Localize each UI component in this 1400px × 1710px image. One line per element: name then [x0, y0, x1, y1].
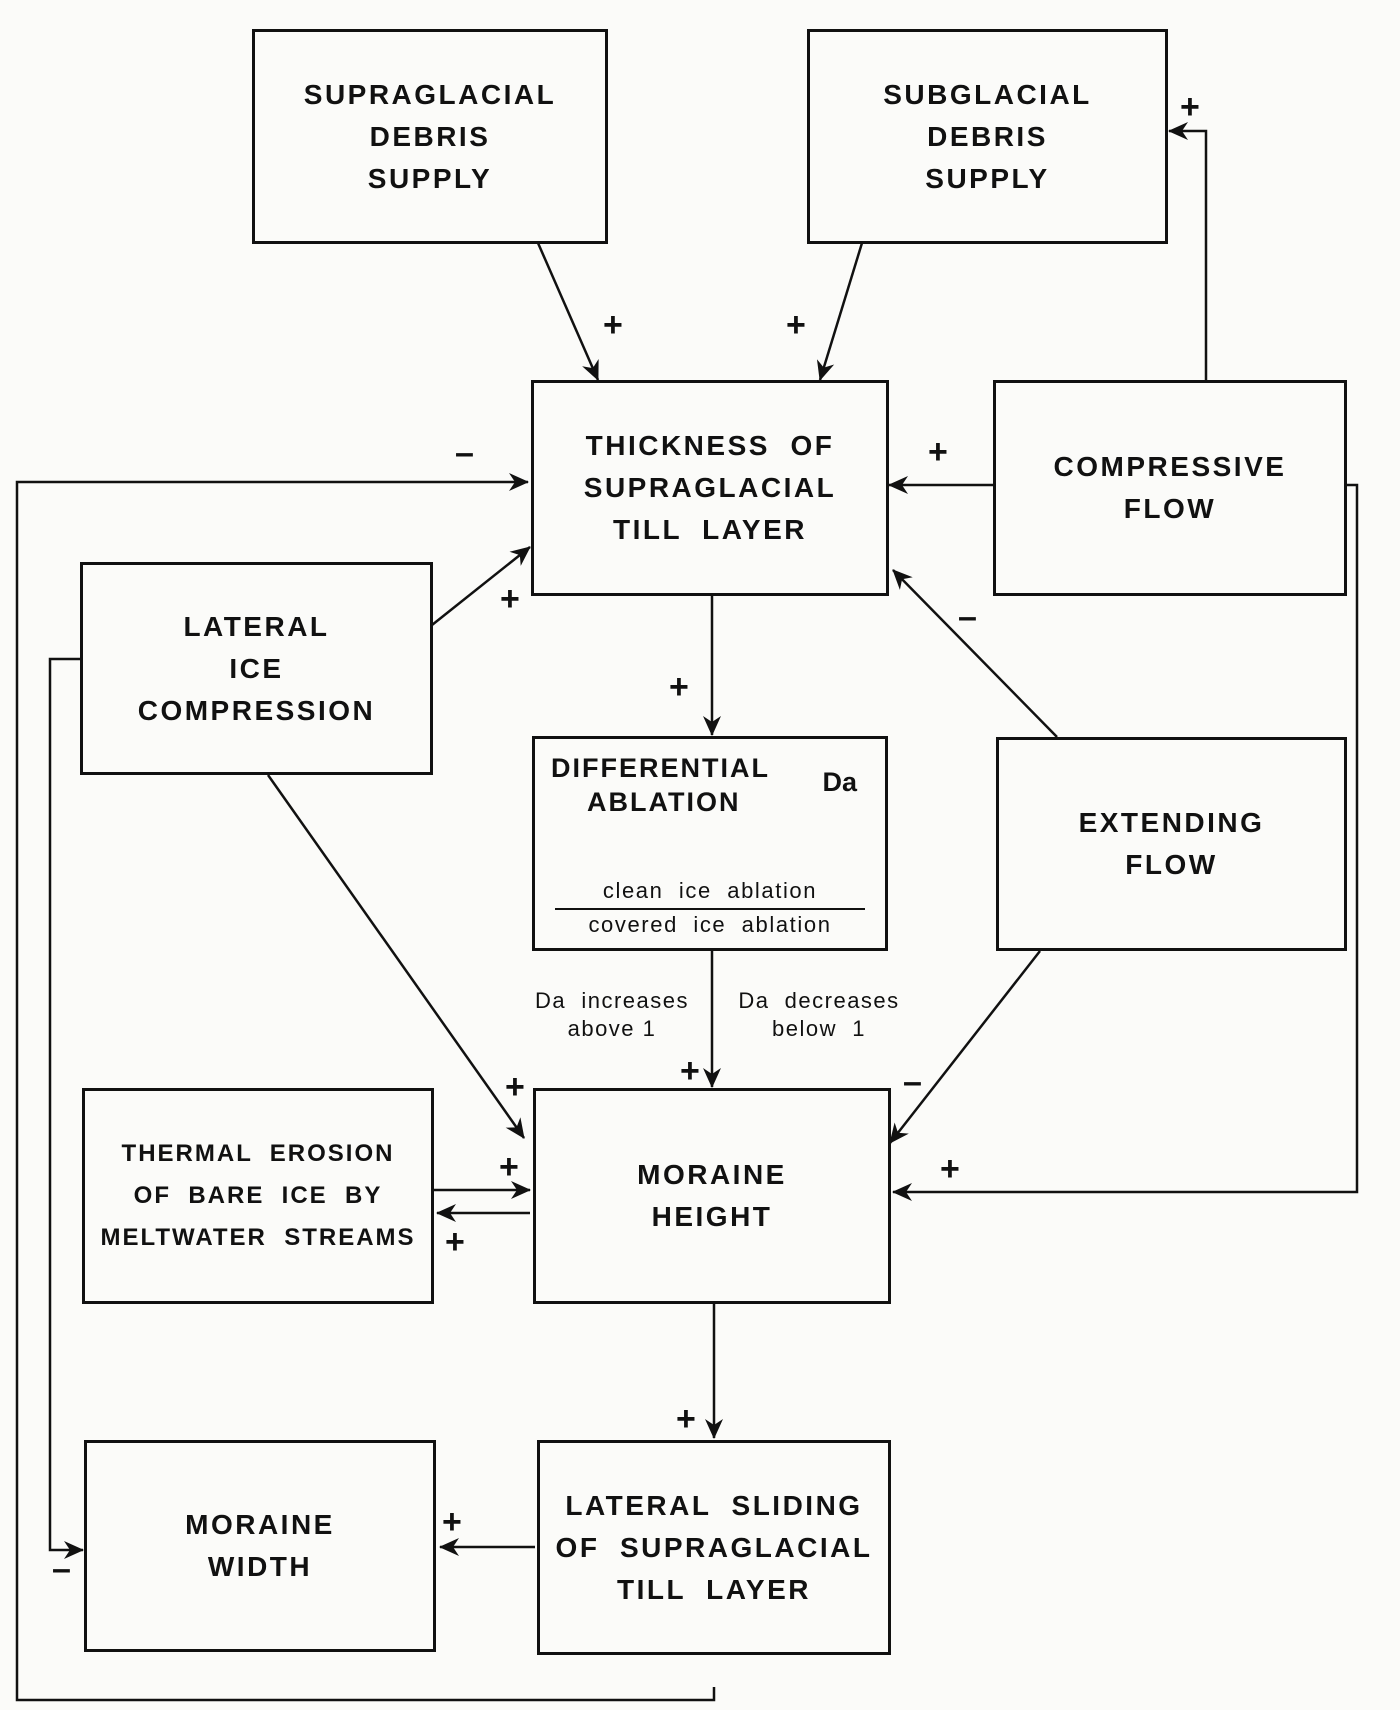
ablation-title-line: ABLATION [587, 787, 741, 817]
box-label: COMPRESSION [137, 694, 376, 726]
arrow-supraglacial-to-thickness [536, 242, 600, 381]
box-label: TILL LAYER [617, 1573, 811, 1605]
box-thickness-till-layer: THICKNESS OF SUPRAGLACIAL TILL LAYER [531, 380, 889, 596]
box-label: SUBGLACIAL [883, 78, 1092, 110]
annotation-line: above 1 [567, 1016, 657, 1041]
box-label: TILL LAYER [613, 514, 807, 545]
box-label: THICKNESS OF [585, 430, 835, 461]
box-label: SUPPLY [367, 162, 493, 194]
sign-lateral-compression-to-width: – [52, 1550, 71, 1588]
box-label: HEIGHT [651, 1201, 773, 1232]
sign-thickness-to-ablation: + [669, 668, 689, 706]
sign-thermal-to-height: + [499, 1148, 519, 1186]
box-label: COMPRESSIVE [1053, 451, 1287, 482]
sign-subglacial-to-thickness: + [786, 306, 806, 344]
ratio-denominator: covered ice ablation [588, 912, 832, 937]
ablation-ratio: clean ice ablation covered ice ablation [555, 876, 865, 940]
box-label: THERMAL EROSION [121, 1140, 395, 1167]
box-subglacial-debris-supply: SUBGLACIAL DEBRIS SUPPLY [807, 29, 1168, 244]
arrow-lateral-sliding-to-thickness [15, 473, 716, 1702]
arrow-extending-to-thickness [892, 569, 1058, 738]
box-label: DEBRIS [927, 120, 1048, 152]
box-label: SUPPLY [925, 162, 1050, 194]
sign-ablation-to-height: + [680, 1052, 700, 1090]
box-label: SUPRAGLACIAL [583, 472, 837, 503]
box-moraine-height: MORAINE HEIGHT [533, 1088, 891, 1304]
box-lateral-ice-compression: LATERAL ICE COMPRESSION [80, 562, 433, 775]
box-label: DEBRIS [369, 120, 491, 152]
box-thermal-erosion: THERMAL EROSION OF BARE ICE BY MELTWATER… [82, 1088, 434, 1304]
box-extending-flow: EXTENDING FLOW [996, 737, 1347, 951]
box-differential-ablation: DIFFERENTIAL ABLATION Da clean ice ablat… [532, 736, 888, 951]
box-label: ICE [229, 652, 284, 684]
da-symbol: Da [822, 767, 857, 797]
sign-height-to-thermal: + [445, 1223, 465, 1261]
arrow-subglacial-to-thickness [816, 242, 864, 381]
box-label: LATERAL SLIDING [565, 1489, 863, 1521]
annotation-da-decreases: Da decreases below 1 [722, 987, 916, 1043]
annotation-line: Da increases [534, 988, 689, 1013]
box-label: MELTWATER STREAMS [100, 1224, 416, 1251]
arrow-compressive-to-subglacial [1168, 122, 1208, 382]
sign-lateral-compression-to-thickness: + [500, 580, 520, 618]
arrow-compressive-to-height [892, 483, 1359, 1201]
box-lateral-sliding: LATERAL SLIDING OF SUPRAGLACIAL TILL LAY… [537, 1440, 891, 1655]
ablation-title-line: DIFFERENTIAL [551, 753, 770, 783]
sign-compressive-to-thickness: + [928, 433, 948, 471]
sign-extending-to-thickness: – [958, 598, 977, 636]
sign-compressive-to-height: + [940, 1150, 960, 1188]
annotation-line: Da decreases [738, 988, 900, 1013]
box-label: MORAINE [637, 1159, 787, 1190]
sign-supraglacial-to-thickness: + [603, 306, 623, 344]
sign-compressive-to-subglacial: + [1180, 88, 1200, 126]
sign-lateral-compression-to-height: + [505, 1068, 525, 1106]
annotation-da-increases: Da increases above 1 [522, 987, 702, 1043]
box-label: SUPRAGLACIAL [303, 78, 557, 110]
arrow-lateral-compression-to-width [48, 657, 84, 1559]
annotation-line: below 1 [772, 1016, 866, 1041]
arrow-extending-to-height [889, 950, 1041, 1144]
box-label: WIDTH [207, 1551, 313, 1582]
box-label: FLOW [1125, 849, 1218, 880]
box-label: FLOW [1123, 493, 1217, 524]
box-label: OF BARE ICE BY [133, 1182, 383, 1209]
ablation-title: DIFFERENTIAL ABLATION [551, 751, 770, 819]
box-label: LATERAL [183, 610, 330, 642]
sign-sliding-to-width: + [442, 1503, 462, 1541]
box-label: EXTENDING [1078, 807, 1265, 838]
arrow-lateral-compression-to-thickness [431, 546, 531, 626]
sign-lateral-sliding-to-thickness: – [455, 434, 474, 472]
sign-height-to-sliding: + [676, 1400, 696, 1438]
box-label: MORAINE [185, 1509, 335, 1540]
box-label: OF SUPRAGLACIAL [555, 1531, 873, 1563]
ratio-numerator: clean ice ablation [555, 876, 865, 910]
sign-extending-to-height: – [903, 1063, 922, 1101]
box-moraine-width: MORAINE WIDTH [84, 1440, 436, 1652]
box-supraglacial-debris-supply: SUPRAGLACIAL DEBRIS SUPPLY [252, 29, 608, 244]
box-compressive-flow: COMPRESSIVE FLOW [993, 380, 1347, 596]
arrow-lateral-compression-to-height [266, 774, 526, 1139]
